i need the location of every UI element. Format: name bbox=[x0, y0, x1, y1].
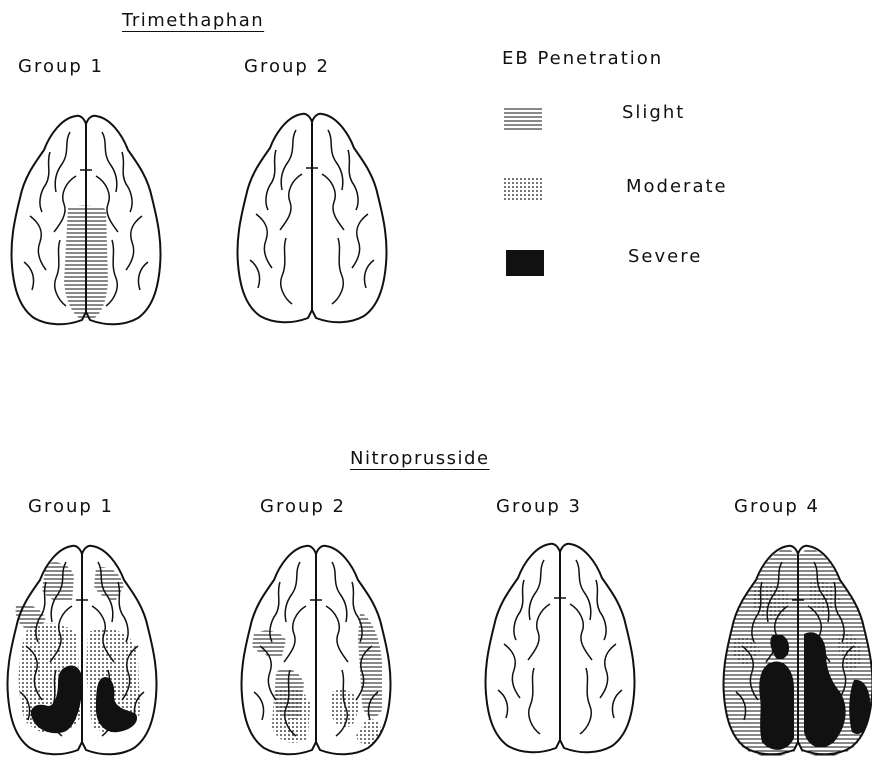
nitroprusside-group-3-brain bbox=[484, 540, 636, 758]
nitroprusside-group-1-label: Group 1 bbox=[28, 496, 114, 517]
nitroprusside-group-3-label: Group 3 bbox=[496, 496, 582, 517]
legend-slight-swatch bbox=[504, 108, 542, 130]
trimethaphan-group-1-brain bbox=[10, 112, 162, 330]
legend-slight-label: Slight bbox=[622, 102, 685, 123]
nitroprusside-group-2-label: Group 2 bbox=[260, 496, 346, 517]
nitroprusside-group-1-brain bbox=[6, 542, 158, 760]
nitroprusside-group-4-brain bbox=[722, 542, 872, 760]
legend-title: EB Penetration bbox=[502, 48, 663, 69]
legend-moderate-swatch bbox=[504, 178, 542, 202]
nitroprusside-group-2-brain bbox=[240, 542, 392, 760]
moderate-penetration-region bbox=[272, 688, 310, 743]
nitroprusside-title: Nitroprusside bbox=[350, 448, 490, 469]
trimethaphan-group-2-brain bbox=[236, 110, 388, 328]
legend-severe-swatch bbox=[506, 250, 544, 276]
trimethaphan-group-1-label: Group 1 bbox=[18, 56, 104, 77]
trimethaphan-group-2-label: Group 2 bbox=[244, 56, 330, 77]
legend-moderate-label: Moderate bbox=[626, 176, 728, 197]
slight-penetration-region bbox=[64, 205, 108, 320]
nitroprusside-group-4-label: Group 4 bbox=[734, 496, 820, 517]
trimethaphan-title: Trimethaphan bbox=[122, 10, 264, 31]
severe-penetration-region bbox=[759, 661, 794, 749]
legend-severe-label: Severe bbox=[628, 246, 702, 267]
